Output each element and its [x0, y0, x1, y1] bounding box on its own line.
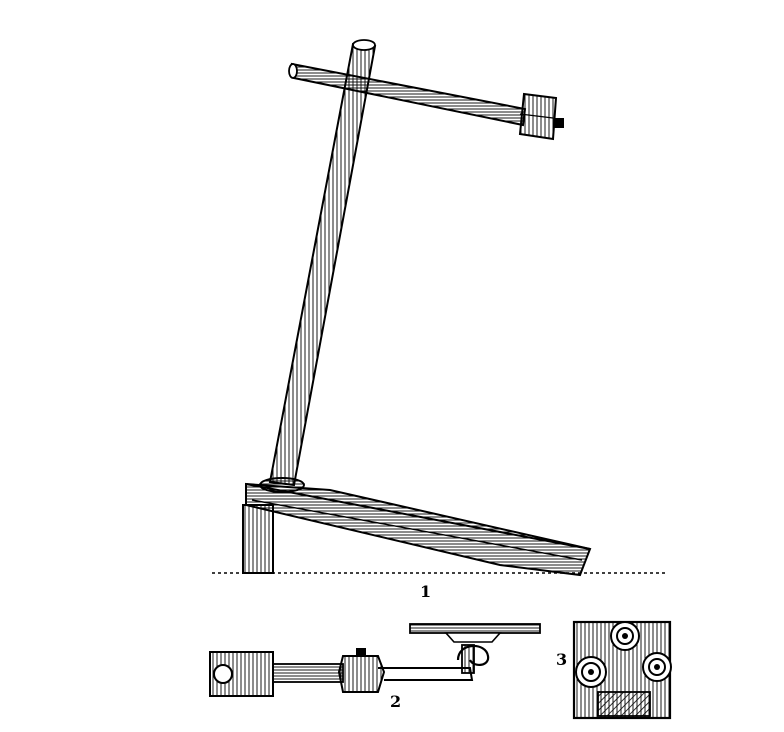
fig2-top-plate	[409, 623, 541, 634]
fig2-plate-bracket	[444, 632, 502, 643]
board-edge	[251, 499, 583, 561]
crossbar	[290, 62, 527, 127]
fig2-clamp-hole	[213, 664, 233, 684]
fig2-rod	[272, 663, 344, 683]
fig2-arm	[378, 667, 474, 681]
figure-3-block-detail	[572, 620, 672, 720]
fig2-link	[461, 644, 475, 674]
figure-2-clamp-detail	[209, 623, 541, 697]
clamp-screw	[554, 118, 564, 128]
board-edge-top	[245, 483, 591, 550]
figure-1-label: 1	[420, 582, 432, 601]
crossbar-end	[288, 63, 298, 79]
figure-3-label: 3	[556, 650, 568, 669]
fig2-hook	[456, 644, 490, 666]
pole-top	[352, 39, 376, 51]
fig3-rosette-right	[642, 652, 672, 682]
figure-2-label: 2	[390, 692, 402, 711]
fig2-collar	[337, 655, 386, 693]
fig3-rosette-left	[575, 656, 607, 688]
figure-1-apparatus	[212, 39, 668, 577]
support-block	[242, 504, 274, 574]
fig3-rosette-top	[610, 621, 640, 651]
clamp-line	[519, 113, 554, 119]
inclined-pole	[268, 42, 377, 487]
fig3-hatched-inset	[597, 691, 651, 717]
fig2-collar-screw	[356, 648, 366, 656]
